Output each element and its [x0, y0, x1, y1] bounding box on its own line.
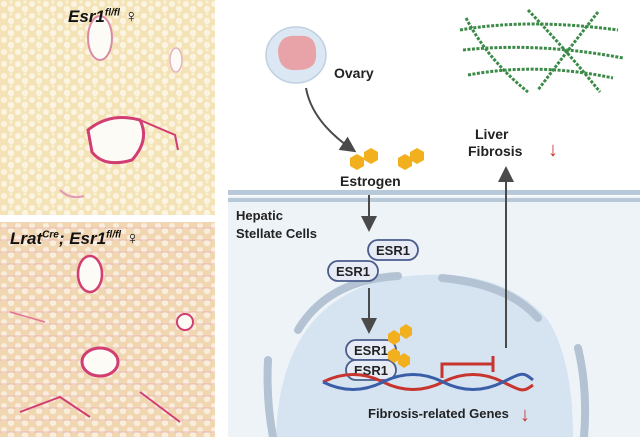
esr1-receptor-nuclear-1: ESR1 — [345, 339, 397, 361]
fibrosis-down-arrow: ↓ — [548, 139, 558, 161]
estrogen-bound-molecules — [388, 324, 412, 368]
genotype-label-top: Esr1fl/fl ♀ — [68, 6, 139, 26]
genes-down-arrow: ↓ — [520, 404, 530, 426]
estrogen-molecule-2 — [398, 148, 424, 170]
svg-text:ESR1: ESR1 — [376, 243, 410, 258]
nuclear-envelope-left — [294, 272, 402, 334]
inhibition-arrow — [440, 362, 493, 378]
svg-text:ESR1: ESR1 — [336, 264, 370, 279]
ovary-to-estrogen-arrow — [305, 87, 357, 153]
estrogen-molecule-1 — [350, 148, 378, 170]
histology-panel-lratcre-esr1-flfl: LratCre; Esr1fl/fl ♀ — [0, 222, 215, 437]
fibrosis-label-line1: Liver — [475, 126, 509, 142]
genes-label: Fibrosis-related Genes — [368, 406, 509, 421]
dna-helix — [322, 372, 534, 392]
estrogen-pathway-diagram: Ovary Estrogen Hepatic Stellate Cells ES… — [228, 8, 640, 437]
ovary-label: Ovary — [334, 65, 374, 81]
nuclear-envelope-right — [438, 274, 542, 322]
genotype-label-bottom: LratCre; Esr1fl/fl ♀ — [10, 228, 140, 248]
esr1-receptor-cyto-2: ESR1 — [327, 260, 379, 282]
histology-image-top — [0, 0, 215, 215]
nucleus — [276, 274, 573, 437]
nuclear-envelope-lower-left — [263, 356, 277, 437]
cell-label-line2: Stellate Cells — [236, 226, 317, 241]
cell-label-line1: Hepatic — [236, 208, 283, 223]
svg-text:ESR1: ESR1 — [354, 343, 388, 358]
estrogen-label: Estrogen — [340, 173, 401, 189]
ovary-icon — [278, 35, 317, 71]
collagen-fibers-icon — [459, 8, 624, 94]
fibrosis-label-line2: Fibrosis — [468, 143, 523, 159]
cell-membrane-outer — [228, 190, 640, 195]
nuclear-envelope-lower-right — [574, 344, 590, 437]
esr1-receptor-cyto-1: ESR1 — [367, 239, 419, 261]
cell-membrane-inner — [228, 198, 640, 202]
histology-image-bottom — [0, 222, 215, 437]
histology-panel-esr1-flfl: Esr1fl/fl ♀ — [0, 0, 215, 215]
